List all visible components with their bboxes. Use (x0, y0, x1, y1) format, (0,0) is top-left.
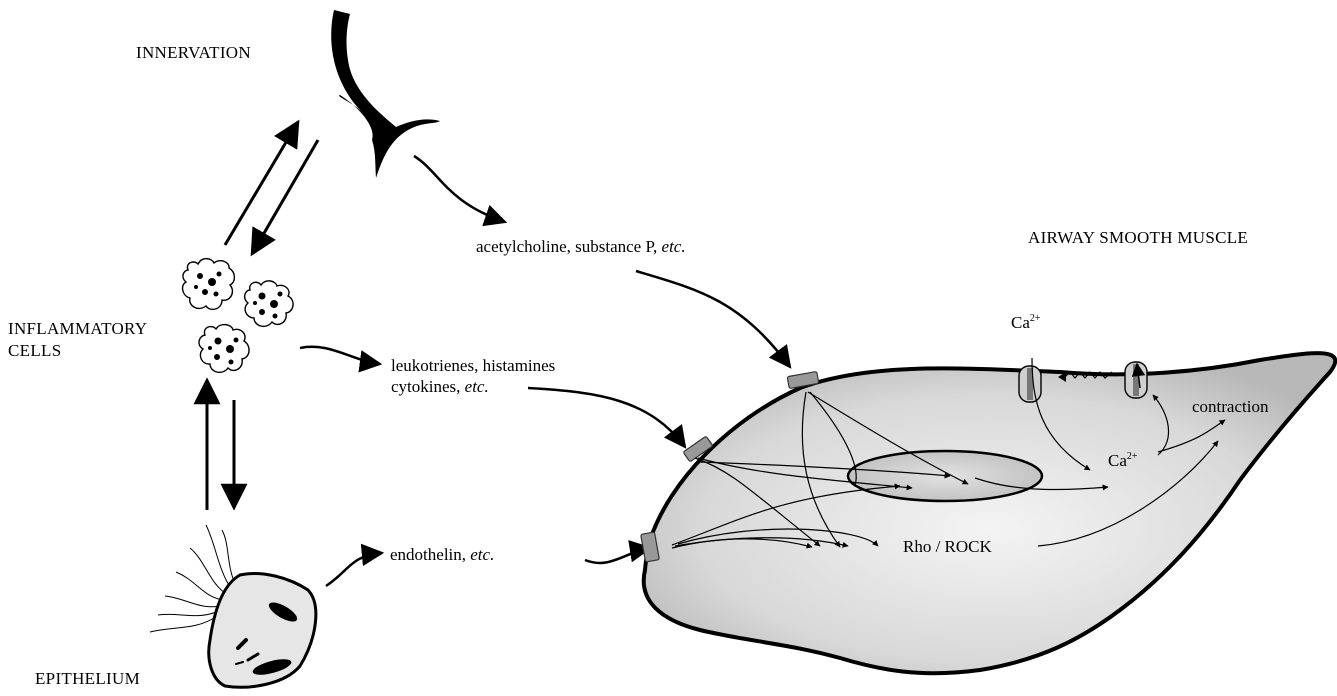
arrow-neural-mediators-to-receptor (636, 271, 790, 367)
arrow-endothelin-to-receptor (585, 548, 650, 563)
inflammatory-cell-icon (245, 281, 293, 326)
inflammatory-cells-label-line2: CELLS (8, 341, 61, 360)
airway-smooth-muscle-label: AIRWAY SMOOTH MUSCLE (1028, 228, 1248, 247)
calcium-outside-label: Ca2+ (1011, 313, 1041, 332)
arrow-epithelium-to-endothelin (326, 553, 382, 586)
neural-mediators-text: acetylcholine, substance P, etc. (476, 237, 686, 256)
epithelium-label: EPITHELIUM (35, 669, 140, 688)
arrow-inflammatory-mediators-to-receptor (528, 388, 685, 447)
arrow-nerve-to-neural-mediators (414, 156, 505, 222)
epithelial-mediators-text: endothelin, etc. (390, 545, 494, 564)
inflammatory-cell-icon (183, 259, 235, 310)
arrow-innervation-to-inflammatory (252, 140, 318, 254)
epithelial-cell-icon (150, 525, 316, 687)
inflammatory-mediators-text-line2: cytokines, etc. (391, 377, 489, 396)
inflammatory-cell-icon (199, 325, 249, 373)
inflammatory-cells-label-line1: INFLAMMATORY (8, 319, 147, 338)
nerve-terminal-icon (331, 10, 440, 178)
innervation-label: INNERVATION (136, 43, 251, 62)
arrow-inflammatory-to-innervation (225, 122, 298, 245)
calcium-pump-icon (1125, 362, 1147, 398)
contraction-label: contraction (1192, 397, 1269, 416)
arrow-inflammatory-to-mediators (300, 347, 380, 364)
rho-rock-label: Rho / ROCK (903, 537, 993, 556)
calcium-channel-icon (1019, 366, 1041, 402)
inflammatory-mediators-text-line1: leukotrienes, histamines (391, 356, 555, 375)
